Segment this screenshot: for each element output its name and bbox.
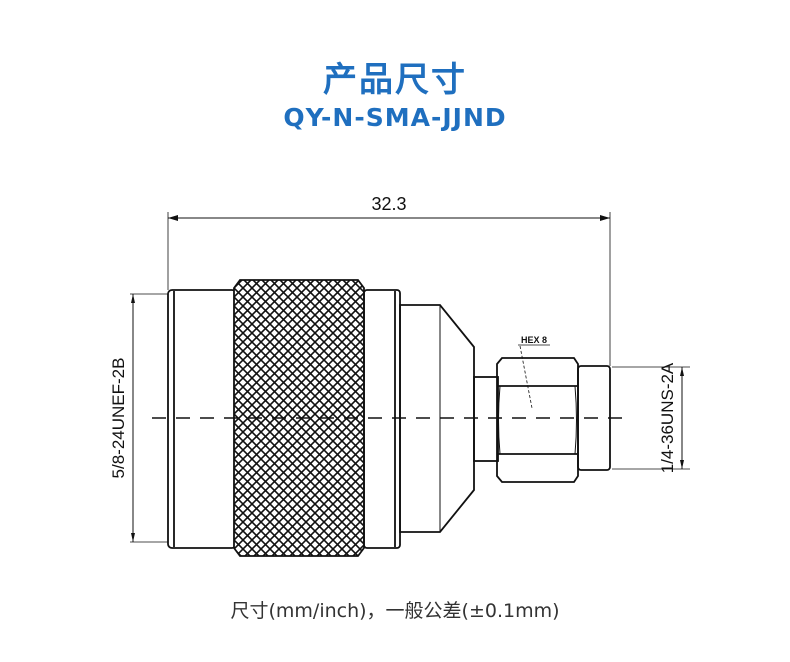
left-body: [167, 289, 237, 549]
overall-length-label: 32.3: [371, 194, 406, 214]
tolerance-note: 尺寸(mm/inch)，一般公差(±0.1mm): [230, 600, 560, 622]
hex-nut: [496, 357, 579, 483]
hex-label: HEX 8: [521, 335, 547, 345]
right-thread-label: 1/4-36UNS-2A: [658, 362, 677, 473]
cone-body: [399, 304, 475, 533]
left-thread-label: 5/8-24UNEF-2B: [109, 358, 128, 479]
page-title: 产品尺寸: [323, 60, 467, 100]
model-number: QY-N-SMA-JJND: [283, 103, 507, 132]
neck: [473, 376, 499, 462]
